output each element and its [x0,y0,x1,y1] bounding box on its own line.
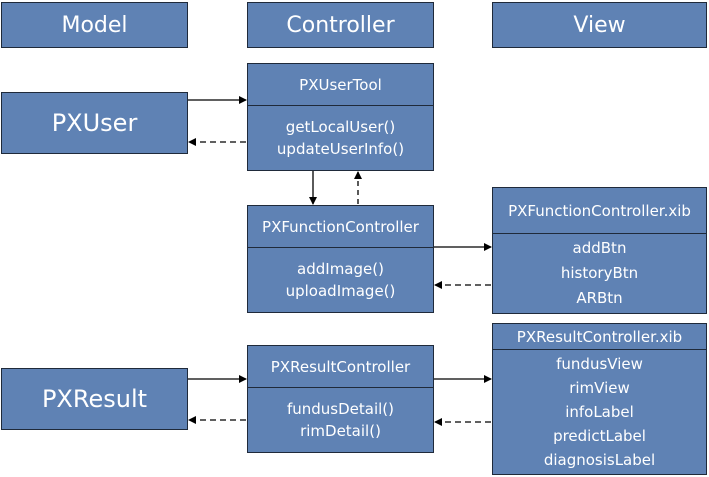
function-xib-title: PXFunctionController.xib [493,188,706,234]
result-xib-item: rimView [569,379,630,397]
result-xib-title: PXResultController.xib [493,324,706,350]
header-view: View [492,2,707,48]
result-controller-method: rimDetail() [300,422,381,440]
function-xib-item: historyBtn [560,264,639,282]
function-controller-title: PXFunctionController [248,206,433,248]
result-controller-methods: fundusDetail() rimDetail() [248,388,433,452]
user-tool-title-text: PXUserTool [299,75,382,94]
result-xib-items: fundusView rimView infoLabel predictLabe… [493,350,706,474]
view-function-xib: PXFunctionController.xib addBtn historyB… [492,187,707,314]
model-pxresult: PXResult [1,368,188,430]
user-tool-method: getLocalUser() [285,118,396,136]
model-pxresult-label: PXResult [41,385,148,413]
controller-result: PXResultController fundusDetail() rimDet… [247,345,434,453]
header-model-label: Model [61,12,128,38]
function-controller-method: addImage() [297,260,384,278]
function-xib-item: addBtn [572,239,627,257]
result-controller-method: fundusDetail() [286,400,395,418]
header-model: Model [1,2,188,48]
result-controller-title: PXResultController [248,346,433,388]
user-tool-title: PXUserTool [248,64,433,106]
function-controller-title-text: PXFunctionController [262,217,419,236]
result-controller-title-text: PXResultController [270,357,411,376]
result-xib-item: fundusView [556,355,643,373]
function-xib-items: addBtn historyBtn ARBtn [493,234,706,313]
result-xib-title-text: PXResultController.xib [516,327,683,346]
function-controller-methods: addImage() uploadImage() [248,248,433,312]
header-view-label: View [573,12,626,38]
result-xib-item: predictLabel [553,427,646,445]
function-xib-item: ARBtn [576,289,623,307]
user-tool-method: updateUserInfo() [276,140,405,158]
header-controller: Controller [247,2,434,48]
controller-user-tool: PXUserTool getLocalUser() updateUserInfo… [247,63,434,171]
header-controller-label: Controller [286,12,395,38]
function-xib-title-text: PXFunctionController.xib [508,201,691,220]
function-controller-method: uploadImage() [285,282,396,300]
result-xib-item: infoLabel [565,403,634,421]
result-xib-item: diagnosisLabel [543,451,656,469]
model-pxuser: PXUser [1,92,188,154]
view-result-xib: PXResultController.xib fundusView rimVie… [492,323,707,475]
user-tool-methods: getLocalUser() updateUserInfo() [248,106,433,170]
controller-function: PXFunctionController addImage() uploadIm… [247,205,434,313]
model-pxuser-label: PXUser [51,109,138,137]
